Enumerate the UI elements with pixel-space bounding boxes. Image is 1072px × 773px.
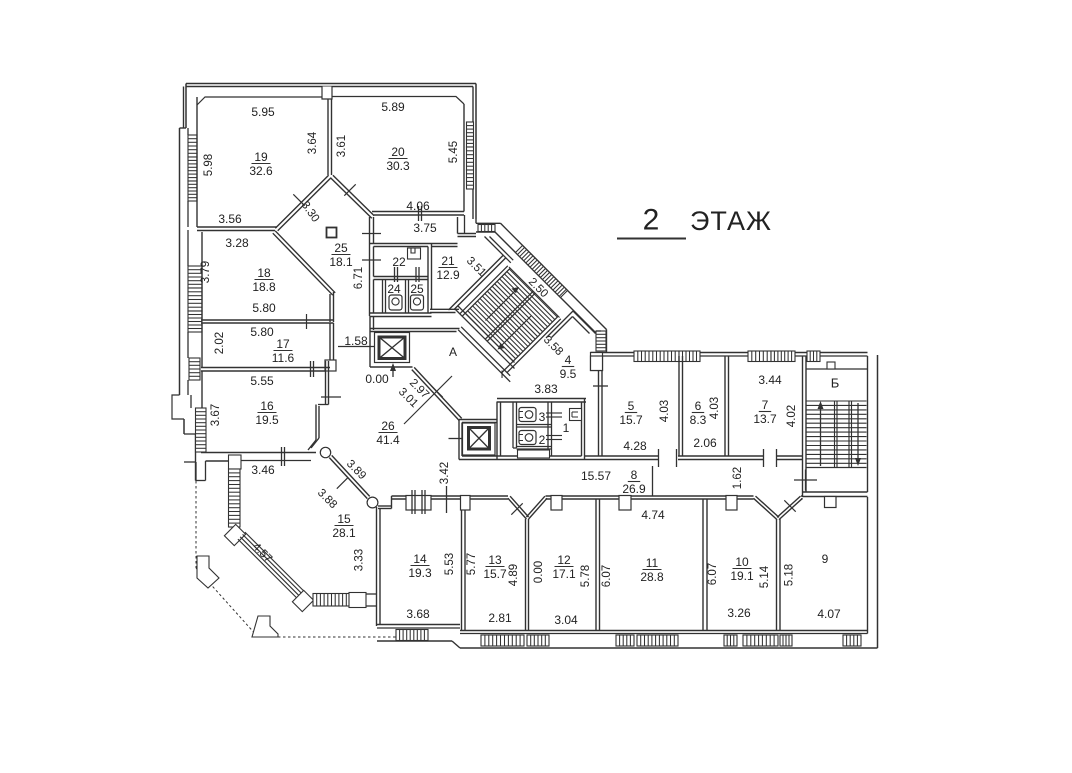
- svg-text:4.07: 4.07: [817, 607, 841, 621]
- svg-text:4.74: 4.74: [641, 508, 665, 522]
- svg-text:30.3: 30.3: [386, 159, 410, 173]
- svg-text:ЭТАЖ: ЭТАЖ: [690, 206, 772, 236]
- svg-text:15.7: 15.7: [483, 567, 507, 581]
- svg-text:26.9: 26.9: [622, 482, 646, 496]
- svg-text:10: 10: [735, 555, 749, 569]
- svg-text:5.98: 5.98: [203, 154, 215, 176]
- svg-text:5.77: 5.77: [466, 553, 478, 575]
- svg-text:3.68: 3.68: [406, 607, 430, 621]
- svg-text:17: 17: [276, 337, 290, 351]
- svg-text:21: 21: [441, 254, 455, 268]
- svg-text:32.6: 32.6: [249, 164, 273, 178]
- svg-text:13: 13: [488, 553, 502, 567]
- svg-text:2.06: 2.06: [693, 436, 717, 450]
- svg-text:4.89: 4.89: [508, 564, 520, 586]
- svg-text:28.8: 28.8: [640, 570, 664, 584]
- svg-text:4.28: 4.28: [623, 439, 647, 453]
- svg-text:11: 11: [646, 556, 659, 570]
- svg-text:4.06: 4.06: [406, 199, 430, 213]
- svg-text:20: 20: [391, 145, 405, 159]
- svg-text:0.00: 0.00: [365, 372, 389, 386]
- svg-text:3.83: 3.83: [534, 382, 558, 396]
- svg-text:3.64: 3.64: [307, 131, 319, 154]
- svg-text:3.75: 3.75: [413, 221, 437, 235]
- svg-text:9: 9: [822, 552, 829, 566]
- svg-text:12.9: 12.9: [436, 268, 460, 282]
- svg-text:3.04: 3.04: [554, 613, 578, 627]
- svg-text:18: 18: [257, 266, 271, 280]
- svg-text:11.6: 11.6: [272, 351, 295, 365]
- svg-text:А: А: [449, 345, 457, 359]
- svg-text:18.8: 18.8: [252, 280, 276, 294]
- svg-text:19.1: 19.1: [730, 569, 754, 583]
- svg-text:5.53: 5.53: [444, 553, 456, 575]
- svg-text:5.14: 5.14: [759, 565, 771, 588]
- svg-text:22: 22: [392, 255, 406, 269]
- svg-text:19: 19: [254, 150, 268, 164]
- svg-text:15.7: 15.7: [619, 413, 643, 427]
- svg-text:15: 15: [337, 512, 351, 526]
- svg-text:15.57: 15.57: [581, 469, 611, 483]
- svg-text:3.56: 3.56: [218, 212, 242, 226]
- svg-text:3.79: 3.79: [200, 261, 212, 283]
- svg-text:25: 25: [410, 282, 424, 296]
- svg-text:3.61: 3.61: [336, 135, 348, 157]
- svg-text:1.58: 1.58: [344, 334, 368, 348]
- svg-text:7: 7: [762, 398, 769, 412]
- svg-text:26: 26: [381, 419, 395, 433]
- svg-text:28.1: 28.1: [332, 526, 356, 540]
- svg-text:8: 8: [631, 468, 638, 482]
- svg-text:9.5: 9.5: [560, 367, 577, 381]
- svg-text:3.28: 3.28: [225, 236, 249, 250]
- svg-text:8.3: 8.3: [690, 413, 707, 427]
- svg-text:5: 5: [628, 399, 635, 413]
- svg-text:3.42: 3.42: [439, 462, 451, 484]
- svg-text:2.02: 2.02: [214, 332, 226, 354]
- svg-text:0.00: 0.00: [533, 561, 545, 583]
- svg-text:1: 1: [563, 421, 570, 435]
- svg-text:2: 2: [539, 433, 546, 447]
- svg-text:I: I: [500, 369, 503, 381]
- svg-text:41.4: 41.4: [376, 433, 400, 447]
- svg-text:18.1: 18.1: [329, 255, 353, 269]
- svg-text:3.33: 3.33: [354, 549, 366, 571]
- svg-text:4.02: 4.02: [786, 405, 798, 427]
- svg-text:19.3: 19.3: [408, 566, 432, 580]
- svg-text:17.1: 17.1: [552, 567, 576, 581]
- svg-text:4.03: 4.03: [659, 400, 671, 422]
- svg-text:4: 4: [565, 353, 572, 367]
- svg-text:6.71: 6.71: [353, 267, 365, 289]
- svg-text:13.7: 13.7: [753, 412, 777, 426]
- svg-text:3.44: 3.44: [758, 373, 782, 387]
- svg-text:5.80: 5.80: [252, 301, 276, 315]
- svg-text:2.81: 2.81: [488, 611, 512, 625]
- svg-text:5.18: 5.18: [784, 564, 796, 586]
- svg-text:3.46: 3.46: [251, 463, 275, 477]
- svg-text:1.62: 1.62: [732, 467, 744, 489]
- svg-text:6.07: 6.07: [707, 563, 719, 585]
- svg-text:2: 2: [643, 204, 660, 237]
- svg-text:5.45: 5.45: [448, 141, 460, 163]
- svg-text:3.26: 3.26: [727, 606, 751, 620]
- svg-text:5.78: 5.78: [580, 565, 592, 587]
- svg-text:12: 12: [557, 553, 571, 567]
- svg-text:5.89: 5.89: [381, 100, 405, 114]
- svg-text:Б: Б: [831, 376, 840, 391]
- svg-text:6: 6: [695, 399, 702, 413]
- svg-text:14: 14: [413, 552, 427, 566]
- svg-text:6.07: 6.07: [601, 565, 613, 587]
- svg-text:3.67: 3.67: [210, 404, 222, 426]
- svg-text:16: 16: [260, 399, 274, 413]
- svg-text:19.5: 19.5: [255, 413, 279, 427]
- svg-text:5.80: 5.80: [250, 325, 274, 339]
- svg-text:5.55: 5.55: [250, 374, 274, 388]
- svg-text:25: 25: [334, 241, 348, 255]
- svg-text:24: 24: [387, 282, 401, 296]
- svg-text:4.03: 4.03: [709, 397, 721, 419]
- svg-text:5.95: 5.95: [251, 105, 275, 119]
- svg-text:3: 3: [539, 410, 546, 424]
